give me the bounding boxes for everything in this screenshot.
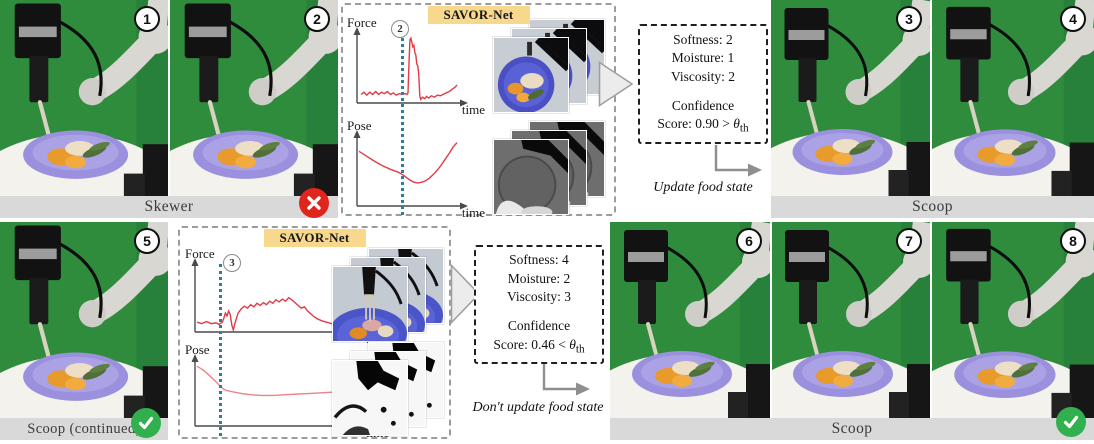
savor-net-title: SAVOR-Net: [427, 6, 530, 24]
caption-text: Scoop: [912, 198, 953, 215]
theta-symbol: θ: [733, 116, 740, 132]
force-plot-1: Force time: [347, 15, 485, 117]
depth-image-stack-1: [493, 121, 609, 217]
caption-text: Skewer: [144, 198, 194, 215]
caption-skewer: Skewer: [0, 196, 338, 218]
caption-text: Scoop: [831, 420, 873, 437]
pose-plot-1: Pose time: [347, 118, 485, 220]
force-axis-label: Force: [185, 246, 215, 261]
savor-net-box-2: SAVOR-Net Force time Pose time 3: [178, 226, 451, 440]
photo-skewer-2: 2: [170, 0, 338, 196]
step-marker: 3: [223, 254, 241, 272]
photo-number-badge: 5: [134, 228, 160, 254]
food-state-box-2: Softness: 4 Moisture: 2 Viscosity: 3 Con…: [474, 245, 604, 364]
confidence-label: Confidence: [507, 318, 571, 334]
step-marker: 2: [391, 20, 409, 38]
photo-number-badge: 2: [304, 6, 330, 32]
moisture-value: Moisture: 1: [671, 50, 735, 66]
photo-number-badge: 1: [134, 6, 160, 32]
success-check-icon: [1056, 407, 1086, 437]
photo-number-badge: 8: [1060, 228, 1086, 254]
moisture-value: Moisture: 2: [507, 270, 571, 286]
flow-arrow-icon: [450, 264, 481, 324]
caption-scoop-top: Scoop: [771, 196, 1094, 218]
caption-text: Scoop (continued): [27, 420, 141, 437]
photo-scoop-7: 7: [772, 222, 930, 418]
caption-scoop-bottom: Scoop: [610, 418, 1094, 440]
photo-number-badge: 6: [736, 228, 762, 254]
success-check-icon: [131, 408, 161, 438]
photo-scoop-6: 6: [610, 222, 770, 418]
softness-value: Softness: 2: [673, 31, 733, 47]
update-note: Update food state: [653, 180, 753, 195]
photo-scoop-8: 8: [932, 222, 1094, 418]
force-axis-label: Force: [347, 15, 377, 30]
theta-subscript: th: [739, 122, 749, 135]
savor-net-title: SAVOR-Net: [263, 229, 366, 247]
flow-arrow-icon: [598, 61, 634, 107]
savor-net-box-1: SAVOR-Net Force time Pose time 2: [341, 3, 616, 220]
update-arrow-icon: [714, 145, 762, 177]
photo-scoop-5: 5: [0, 222, 168, 418]
fail-x-icon: [299, 188, 329, 218]
viscosity-value: Viscosity: 2: [670, 68, 736, 84]
dont-update-note: Don't update food state: [472, 400, 604, 415]
pose-plot-2: Pose time: [185, 342, 389, 440]
photo-number-badge: 3: [896, 6, 922, 32]
theta-subscript: th: [575, 343, 585, 356]
viscosity-value: Viscosity: 3: [506, 289, 572, 305]
confidence-score: Score: 0.90 > θth: [657, 116, 749, 135]
confidence-label: Confidence: [671, 97, 735, 113]
time-axis-label: time: [461, 205, 485, 220]
caption-scoop-continued: Scoop (continued): [0, 418, 168, 440]
photo-skewer-1: 1: [0, 0, 168, 196]
photo-number-badge: 4: [1060, 6, 1086, 32]
rgb-image-stack-1: [493, 19, 609, 115]
food-state-box-1: Softness: 2 Moisture: 1 Viscosity: 2 Con…: [638, 24, 768, 144]
theta-symbol: θ: [569, 336, 576, 352]
time-axis-label: time: [461, 102, 485, 117]
photo-scoop-3: 3: [771, 0, 930, 196]
dont-update-arrow-icon: [542, 364, 590, 396]
time-marker-line: [219, 264, 222, 436]
time-marker-line: [401, 31, 404, 215]
photo-number-badge: 7: [896, 228, 922, 254]
pose-axis-label: Pose: [185, 342, 210, 357]
depth-image-stack-2: [332, 342, 448, 438]
softness-value: Softness: 4: [509, 252, 569, 268]
rgb-image-stack-2: [332, 248, 448, 344]
confidence-score: Score: 0.46 < θth: [493, 336, 585, 356]
pose-axis-label: Pose: [347, 118, 372, 133]
photo-scoop-4: 4: [932, 0, 1094, 196]
